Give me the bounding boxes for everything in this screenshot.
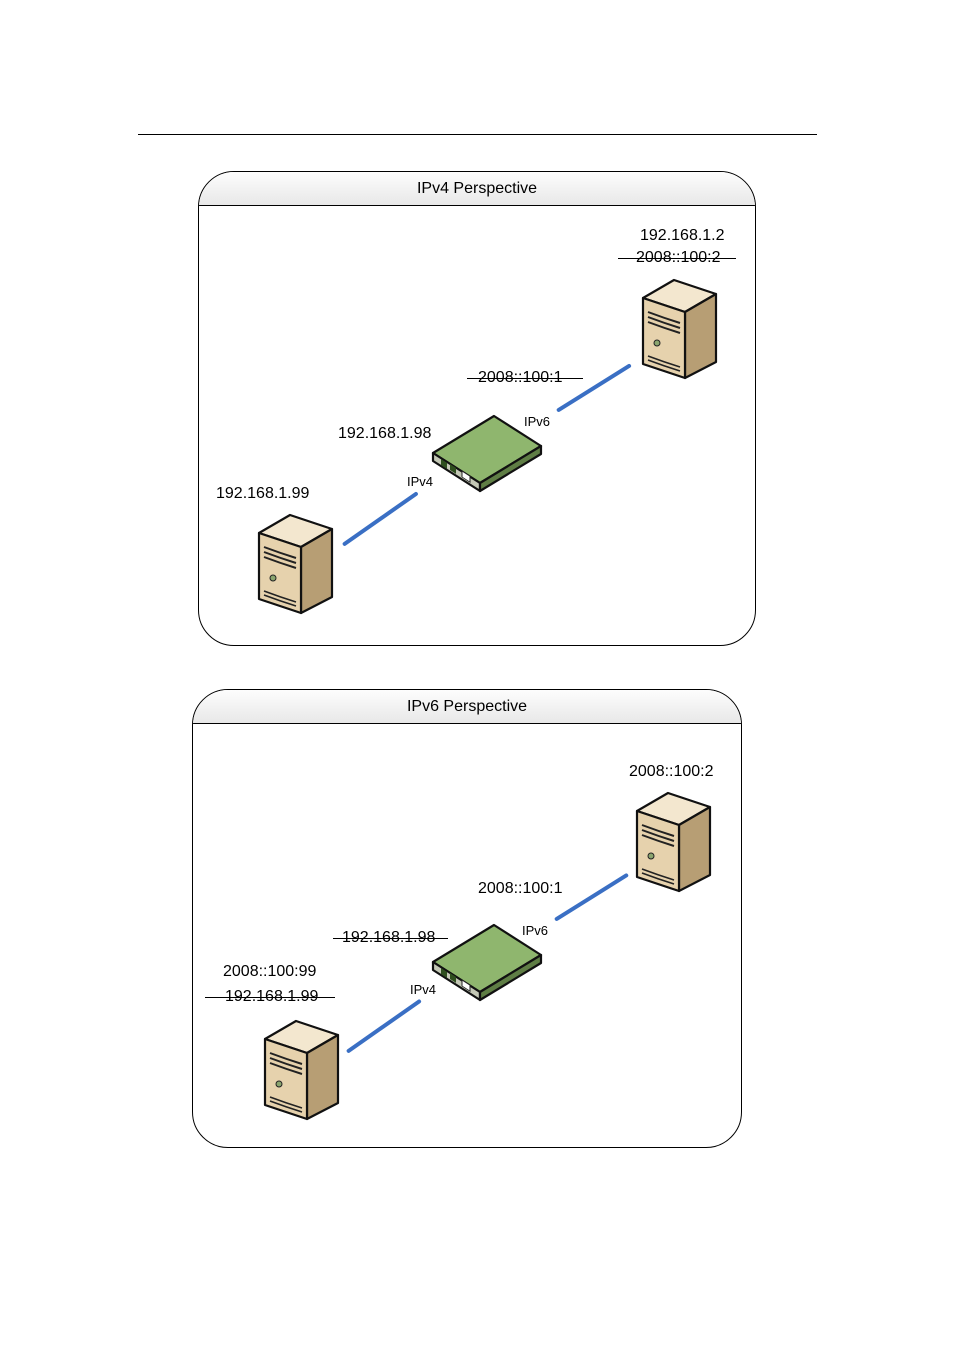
router-port-ipv4-label: IPv4 bbox=[410, 982, 437, 997]
server-right-ipv4-address: 192.168.1.2 bbox=[640, 227, 725, 244]
router-ipv6-address: 2008::100:1 bbox=[478, 880, 563, 897]
strikethrough-line bbox=[467, 378, 583, 379]
strikethrough-line bbox=[618, 258, 736, 259]
server-right-ipv6-address-struck: 2008::100:2 bbox=[636, 249, 721, 266]
server-left-ipv4-address: 192.168.1.99 bbox=[216, 485, 310, 502]
server-left-ipv4-address-struck: 192.168.1.99 bbox=[225, 988, 319, 1005]
panel-title: IPv4 Perspective bbox=[199, 172, 755, 206]
header-rule bbox=[138, 134, 817, 135]
router-icon bbox=[431, 923, 543, 1002]
strikethrough-line bbox=[333, 938, 448, 939]
server-right-ipv6-address: 2008::100:2 bbox=[629, 763, 714, 780]
strikethrough-line bbox=[205, 997, 335, 998]
router-ipv4-address-struck: 192.168.1.98 bbox=[342, 929, 436, 946]
router-port-ipv6-label: IPv6 bbox=[522, 923, 549, 938]
router-ipv4-address: 192.168.1.98 bbox=[338, 425, 432, 442]
server-tower-icon bbox=[635, 791, 712, 893]
router-ipv6-address-struck: 2008::100:1 bbox=[478, 369, 563, 386]
server-left-ipv6-address: 2008::100:99 bbox=[223, 963, 317, 980]
server-tower-icon bbox=[641, 278, 718, 380]
router-port-ipv4-label: IPv4 bbox=[407, 474, 434, 489]
panel-title: IPv6 Perspective bbox=[193, 690, 741, 724]
router-icon bbox=[431, 414, 543, 493]
router-port-ipv6-label: IPv6 bbox=[524, 414, 551, 429]
server-tower-icon bbox=[257, 513, 334, 615]
server-tower-icon bbox=[263, 1019, 340, 1121]
